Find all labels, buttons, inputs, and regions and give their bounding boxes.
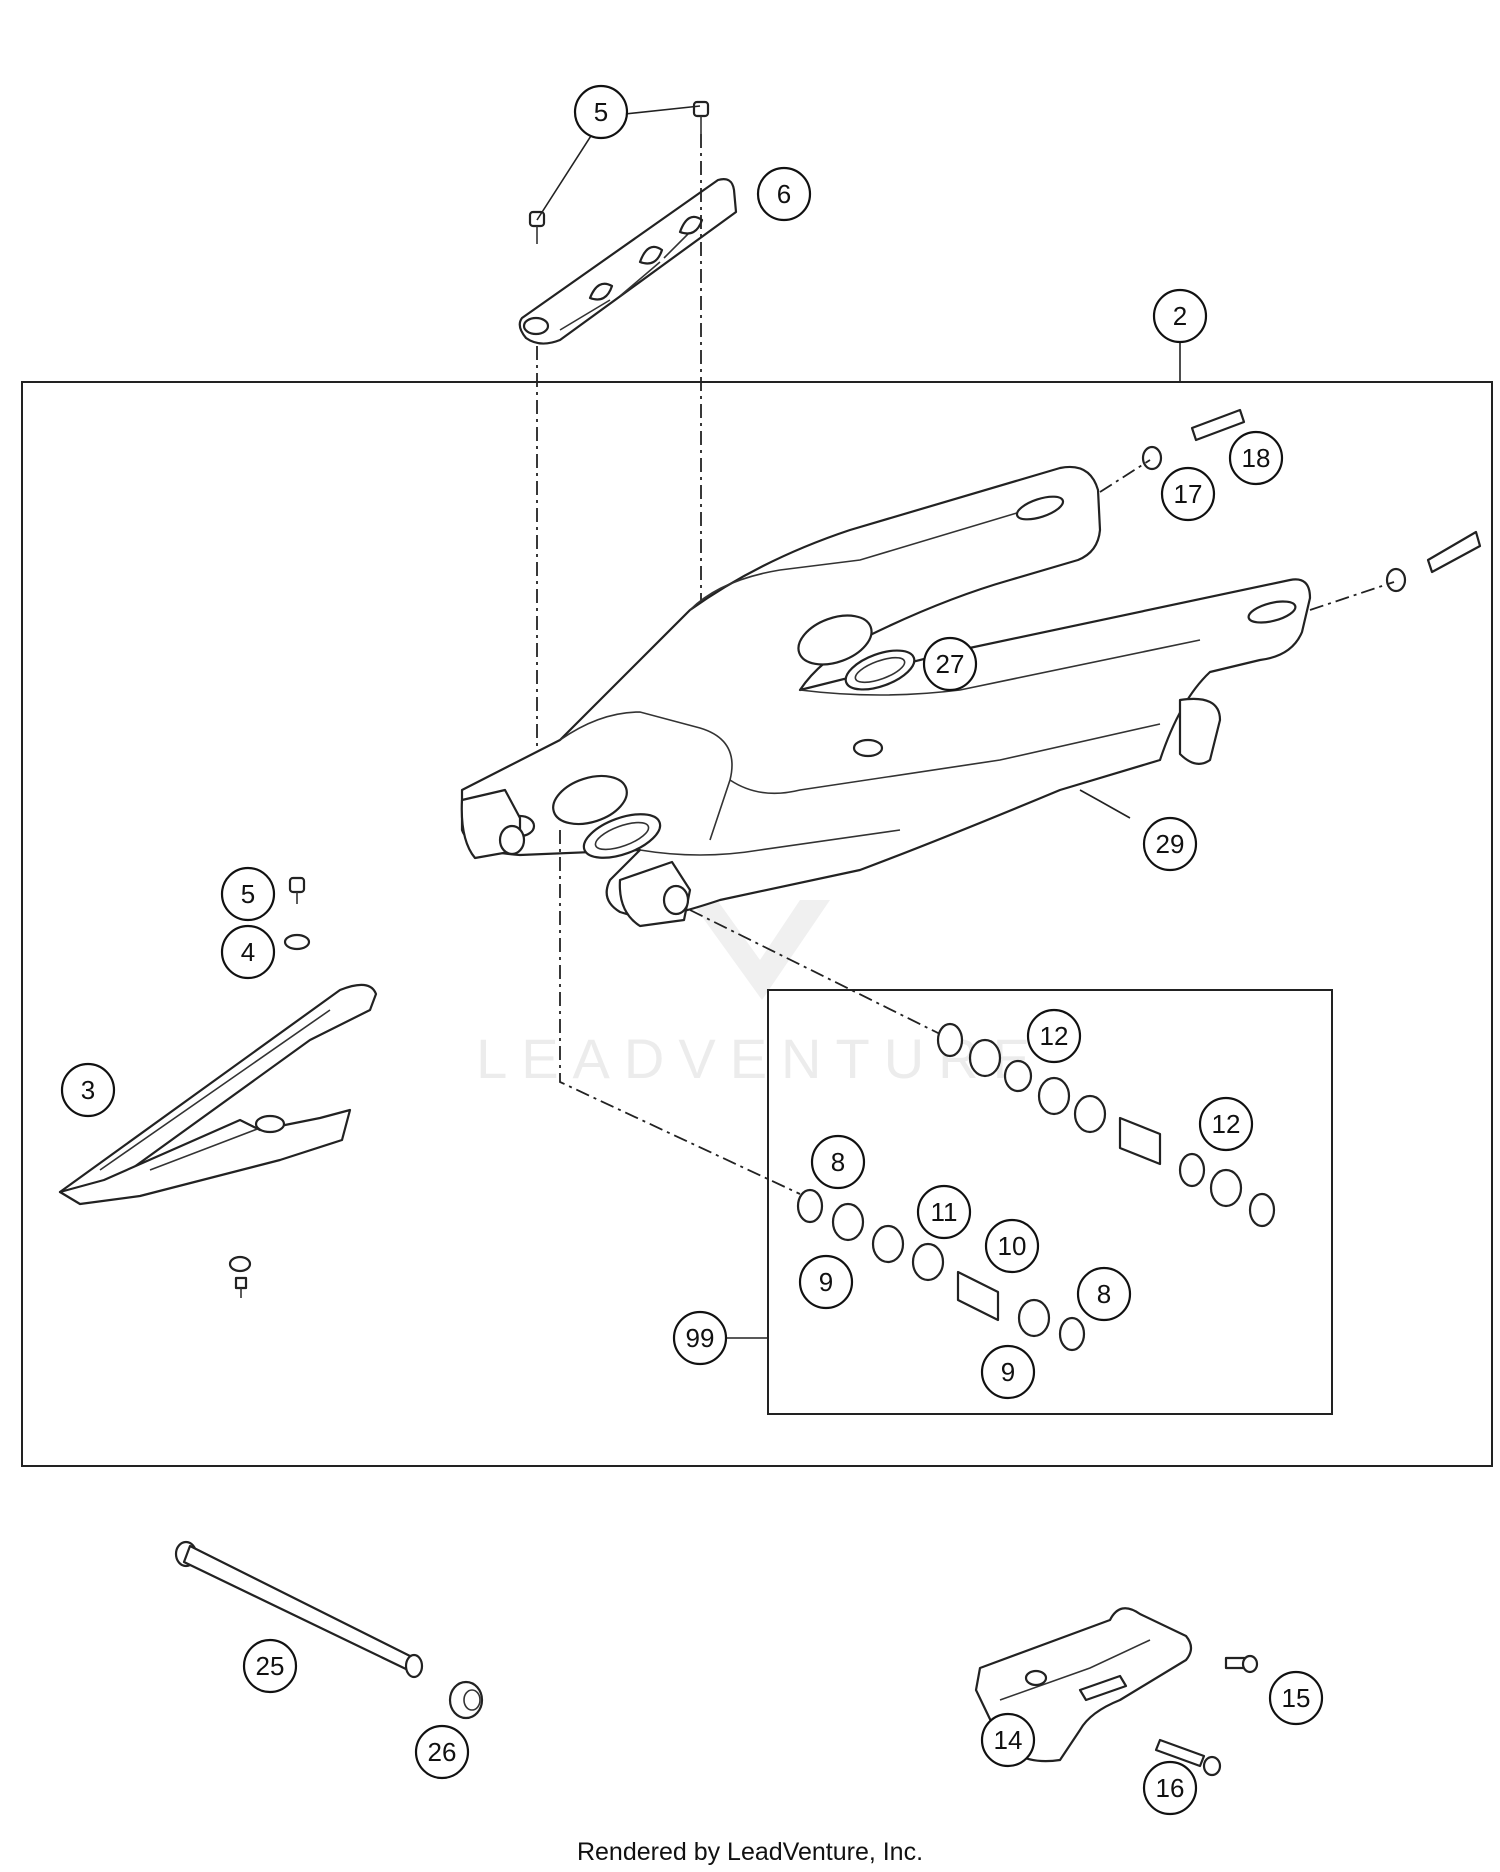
spacer-26 xyxy=(448,1680,484,1720)
chain-adjuster-upper xyxy=(1141,408,1246,471)
callout-label: 6 xyxy=(777,179,791,209)
callout-label: 8 xyxy=(831,1147,845,1177)
callout-label: 15 xyxy=(1282,1683,1311,1713)
callout-label: 17 xyxy=(1174,479,1203,509)
callout-label: 16 xyxy=(1156,1773,1185,1803)
callout-99: 99 xyxy=(672,1310,728,1366)
callout-8-left: 8 xyxy=(810,1134,866,1190)
callout-label: 18 xyxy=(1242,443,1271,473)
callout-16: 16 xyxy=(1142,1760,1198,1816)
callout-label: 25 xyxy=(256,1651,285,1681)
callout-15: 15 xyxy=(1268,1670,1324,1726)
callout-label: 2 xyxy=(1173,301,1187,331)
guide-line xyxy=(1309,581,1395,611)
callout-label: 8 xyxy=(1097,1279,1111,1309)
chain-slider-left xyxy=(58,983,378,1206)
callout-26: 26 xyxy=(414,1724,470,1780)
callout-label: 9 xyxy=(819,1267,833,1297)
bearing-kit-parts xyxy=(796,1022,1276,1352)
callout-9-left: 9 xyxy=(798,1254,854,1310)
callout-12-top: 12 xyxy=(1026,1008,1082,1064)
callout-label: 12 xyxy=(1040,1021,1069,1051)
screw-5-left xyxy=(288,876,306,904)
callout-label: 4 xyxy=(241,937,255,967)
guide-line xyxy=(1099,459,1151,493)
callout-4: 4 xyxy=(220,924,276,980)
callout-27: 27 xyxy=(922,636,978,692)
swingarm-pivot-axle xyxy=(174,1540,424,1679)
screw-16 xyxy=(1154,1738,1222,1777)
callout-label: 3 xyxy=(81,1075,95,1105)
guide-line xyxy=(559,830,801,1195)
callout-label: 99 xyxy=(686,1323,715,1353)
callout-2: 2 xyxy=(1152,288,1208,344)
callout-12-right: 12 xyxy=(1198,1096,1254,1152)
callout-10: 10 xyxy=(984,1218,1040,1274)
callout-label: 10 xyxy=(998,1231,1027,1261)
watermark: LEADVENTURE xyxy=(476,890,1030,1090)
lower-nut xyxy=(228,1255,252,1273)
callout-8-right: 8 xyxy=(1076,1266,1132,1322)
footer-credit: Rendered by LeadVenture, Inc. xyxy=(576,1838,924,1866)
callout-label: 27 xyxy=(936,649,965,679)
callout-5-top: 5 xyxy=(573,84,629,140)
callout-14: 14 xyxy=(980,1712,1036,1768)
callout-25: 25 xyxy=(242,1638,298,1694)
callout-label: 14 xyxy=(994,1725,1023,1755)
lower-screw xyxy=(234,1276,248,1298)
guide-line xyxy=(689,909,945,1037)
bearing-kit-frame xyxy=(767,989,1333,1415)
bolt-top-left xyxy=(528,210,546,244)
callout-label: 5 xyxy=(241,879,255,909)
callout-label: 26 xyxy=(428,1737,457,1767)
screw-15 xyxy=(1224,1654,1259,1674)
callout-label: 5 xyxy=(594,97,608,127)
callout-9-bottom: 9 xyxy=(980,1344,1036,1400)
callout-11: 11 xyxy=(916,1184,972,1240)
chain-adjuster-lower xyxy=(1385,530,1482,593)
chain-slider-top xyxy=(518,178,738,345)
callout-label: 11 xyxy=(931,1197,958,1227)
callout-label: 12 xyxy=(1212,1109,1241,1139)
swingarm-assembly-frame xyxy=(21,381,1493,1467)
callout-29: 29 xyxy=(1142,816,1198,872)
callout-label: 29 xyxy=(1156,829,1185,859)
callout-6: 6 xyxy=(756,166,812,222)
chain-guide xyxy=(974,1607,1193,1763)
callout-18: 18 xyxy=(1228,430,1284,486)
callout-17: 17 xyxy=(1160,466,1216,522)
callout-label: 9 xyxy=(1001,1357,1015,1387)
callout-3: 3 xyxy=(60,1062,116,1118)
washer-4 xyxy=(283,933,311,951)
callout-5-left: 5 xyxy=(220,866,276,922)
